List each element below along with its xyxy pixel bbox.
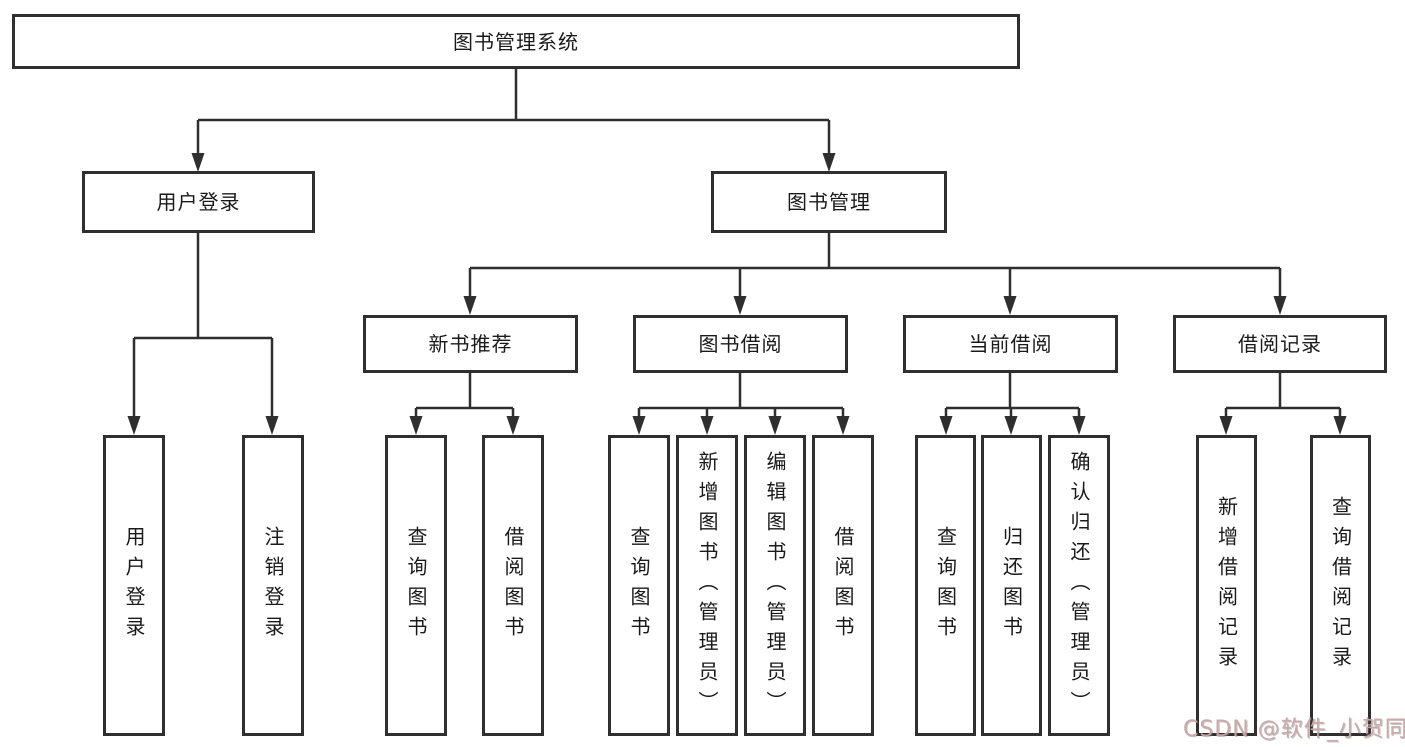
leaf-borrowing-query-book: 查询图书 xyxy=(608,435,670,736)
csdn-watermark: CSDN @软件_小贺同学 xyxy=(1183,717,1405,742)
leaf-records-query-record: 查询借阅记录 xyxy=(1310,435,1371,736)
node-current-borrowing: 当前借阅 xyxy=(903,315,1118,373)
leaf-records-add-record: 新增借阅记录 xyxy=(1196,435,1257,736)
node-book-borrowing: 图书借阅 xyxy=(633,315,848,373)
edge-book-management-to-level3 xyxy=(468,233,1282,300)
leaf-current-query-book: 查询图书 xyxy=(915,435,976,736)
leaf-user-login: 用户登录 xyxy=(103,435,165,736)
leaf-borrowing-edit-book-admin: 编辑图书（管理员） xyxy=(744,435,806,736)
leaf-current-confirm-return-admin: 确认归还（管理员） xyxy=(1048,435,1110,736)
edge-new-book-to-leaves xyxy=(414,373,515,420)
arrowheads xyxy=(127,153,1347,435)
leaf-newbook-borrow-book: 借阅图书 xyxy=(482,435,544,736)
node-borrowing-records: 借阅记录 xyxy=(1173,315,1387,373)
leaf-logout: 注销登录 xyxy=(242,435,304,736)
edge-user-login-to-leaves xyxy=(132,233,274,420)
node-user-login: 用户登录 xyxy=(82,171,315,233)
leaf-current-return-book: 归还图书 xyxy=(981,435,1042,736)
edge-borrowing-records-to-leaves xyxy=(1224,373,1342,420)
edge-current-borrowing-to-leaves xyxy=(944,373,1081,420)
leaf-newbook-query-book: 查询图书 xyxy=(385,435,447,736)
leaf-borrowing-add-book-admin: 新增图书（管理员） xyxy=(676,435,738,736)
node-root-library-management-system: 图书管理系统 xyxy=(12,14,1020,69)
node-book-management: 图书管理 xyxy=(711,171,947,233)
node-new-book-recommendation: 新书推荐 xyxy=(363,315,578,373)
edge-book-borrowing-to-leaves xyxy=(637,373,845,420)
edge-root-to-level2 xyxy=(196,69,831,156)
leaf-borrowing-borrow-book: 借阅图书 xyxy=(812,435,874,736)
